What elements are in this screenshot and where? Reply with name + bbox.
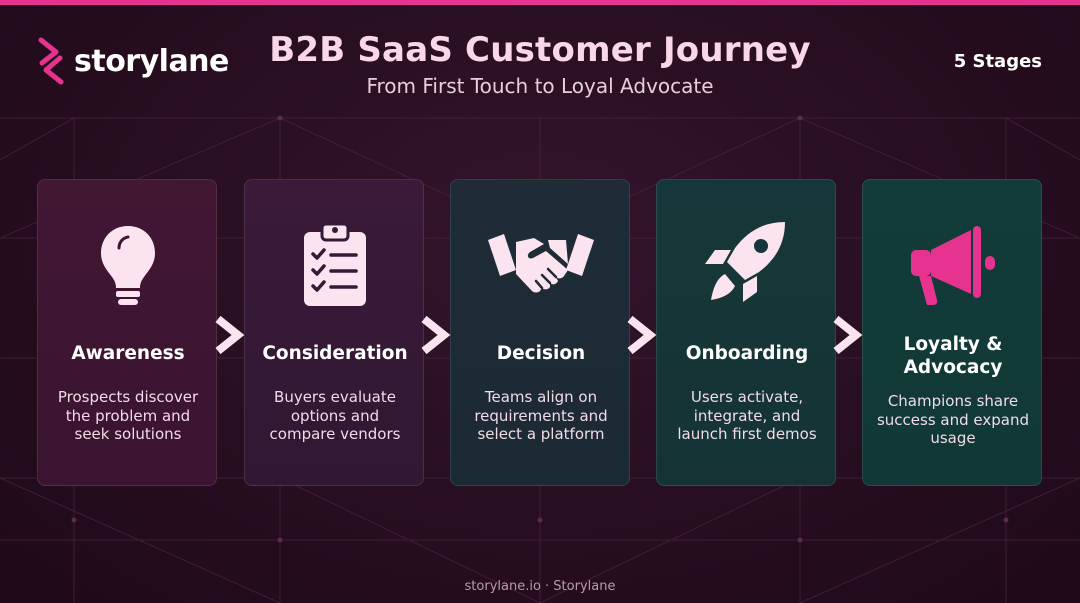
stage-title: Loyalty & Advocacy bbox=[903, 334, 1003, 378]
brand-logo: storylane bbox=[36, 36, 229, 86]
top-accent-bar bbox=[0, 0, 1080, 5]
stage-card-decision: Decision Teams align on requirements and… bbox=[450, 179, 630, 486]
stage-card-onboarding: Onboarding Users activate, integrate, an… bbox=[656, 179, 836, 486]
megaphone-icon bbox=[863, 218, 1043, 310]
stage-card-awareness: Awareness Prospects discover the problem… bbox=[37, 179, 217, 486]
chevron-right-icon bbox=[833, 315, 863, 355]
stage-description: Teams align on requirements and select a… bbox=[474, 388, 608, 443]
brand-name: storylane bbox=[74, 43, 229, 79]
stage-title: Consideration bbox=[262, 343, 408, 364]
stage-title: Onboarding bbox=[685, 343, 809, 364]
stage-description: Buyers evaluate options and compare vend… bbox=[269, 388, 401, 443]
page-subtitle: From First Touch to Loyal Advocate bbox=[366, 74, 714, 98]
lightbulb-icon bbox=[38, 218, 218, 310]
stage-card-loyalty-advocacy: Loyalty & Advocacy Champions share succe… bbox=[862, 179, 1042, 486]
storylane-logo-icon bbox=[38, 37, 64, 85]
chevron-right-icon bbox=[627, 315, 657, 355]
stage-title: Decision bbox=[496, 343, 586, 364]
stage-card-consideration: Consideration Buyers evaluate options an… bbox=[244, 179, 424, 486]
chevron-right-icon bbox=[215, 315, 245, 355]
rocket-icon bbox=[657, 218, 837, 310]
footer-credit: storylane.io · Storylane bbox=[464, 579, 616, 594]
page-title: B2B SaaS Customer Journey bbox=[269, 30, 811, 70]
clipboard-checklist-icon bbox=[245, 218, 425, 310]
stage-description: Users activate, integrate, and launch fi… bbox=[677, 388, 817, 443]
handshake-icon bbox=[451, 218, 631, 310]
stage-description: Champions share success and expand usage bbox=[876, 392, 1029, 447]
stage-description: Prospects discover the problem and seek … bbox=[57, 388, 199, 443]
stage-count-label: 5 Stages bbox=[953, 51, 1042, 72]
chevron-right-icon bbox=[421, 315, 451, 355]
stage-title: Awareness bbox=[71, 343, 185, 364]
